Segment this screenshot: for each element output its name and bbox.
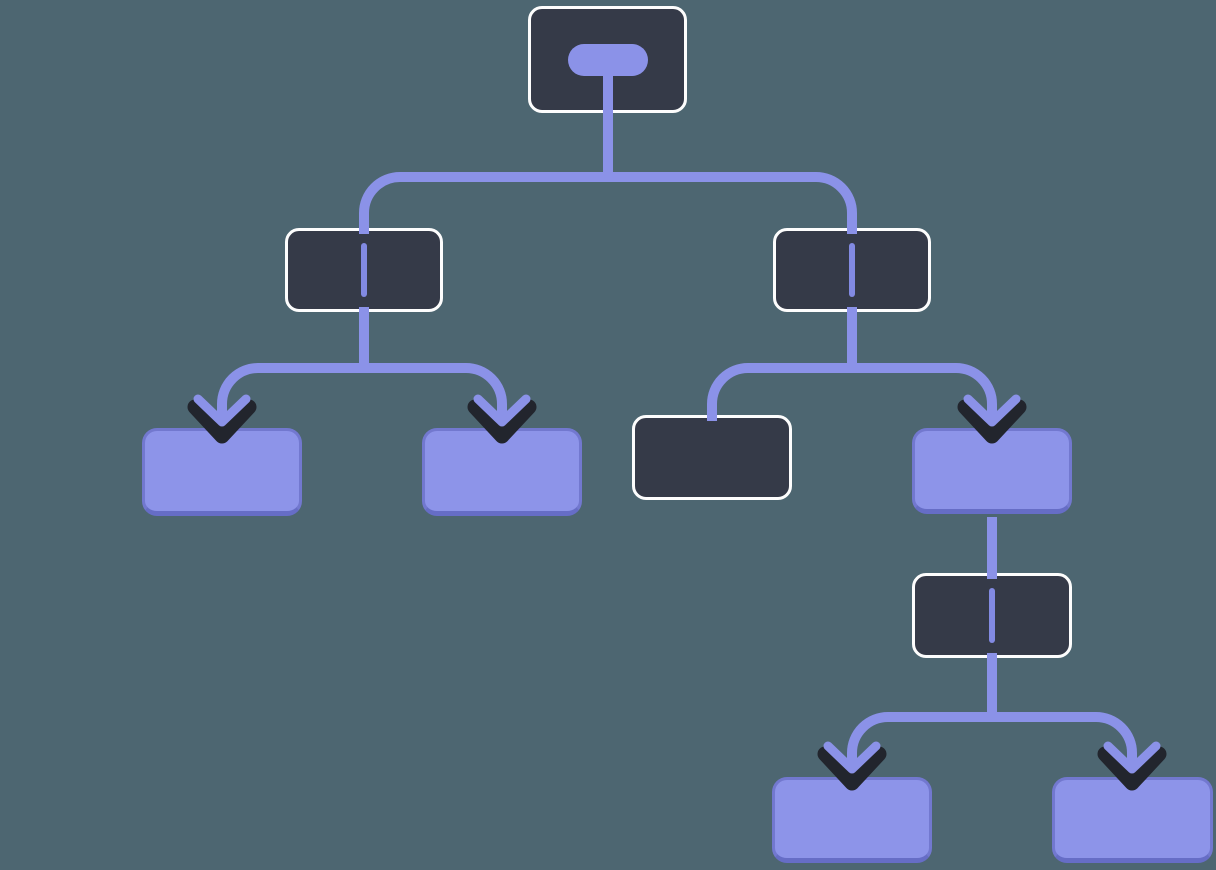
double-chevron-down-icon	[187, 394, 257, 444]
divider-bar	[361, 243, 367, 297]
node-leaf-bottom-right[interactable]	[1052, 777, 1213, 863]
divider-bar	[849, 243, 855, 297]
divider-bar	[989, 588, 995, 643]
edge-root-to-branches	[359, 172, 857, 234]
double-chevron-down-icon	[957, 394, 1027, 444]
edge-branch-right-to-children	[707, 363, 997, 430]
double-chevron-down-icon	[467, 394, 537, 444]
double-chevron-down-icon	[1097, 741, 1167, 791]
double-chevron-down-icon	[817, 741, 887, 791]
edge-branch-left-to-leaves	[217, 363, 507, 430]
edge-branch-bottom-to-leaves	[847, 712, 1137, 777]
